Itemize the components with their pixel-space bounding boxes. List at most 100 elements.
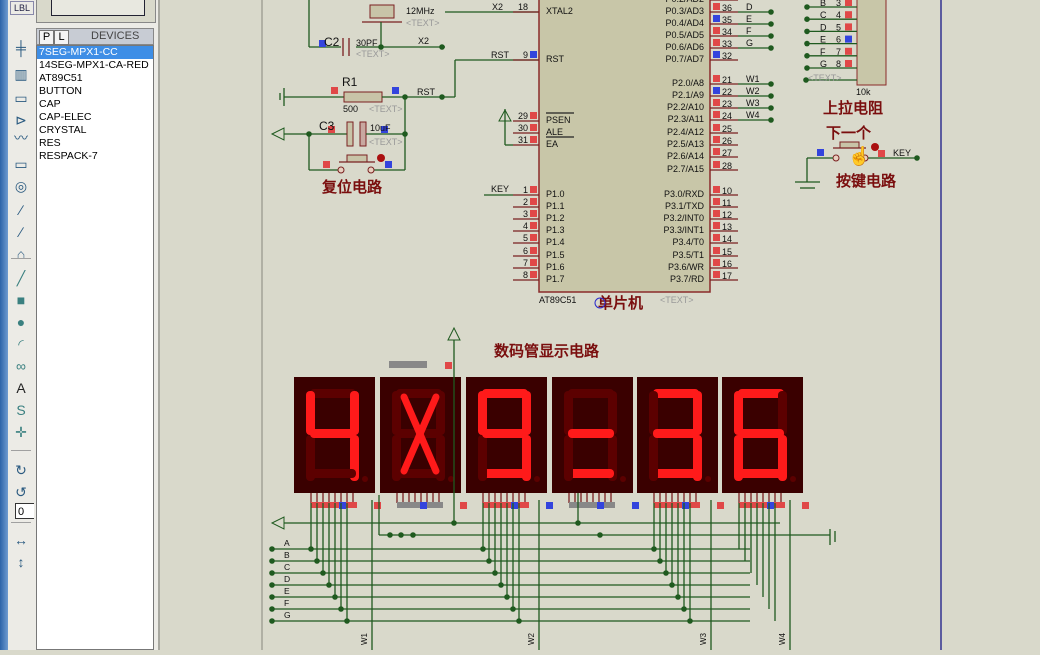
device-item[interactable]: CAP [39, 98, 61, 110]
pin-number: 14 [722, 234, 732, 244]
pin-marker [713, 27, 720, 34]
button-contact [367, 166, 375, 174]
pin-name: P2.3/A11 [668, 114, 704, 124]
bus-label: A [284, 538, 290, 548]
chip-text: <TEXT> [660, 295, 694, 305]
rst-net-label: RST [417, 87, 436, 97]
pin-number: 23 [722, 99, 732, 109]
key-hint: 下一个 [826, 124, 872, 142]
segment-e [649, 435, 658, 481]
device-item[interactable]: BUTTON [39, 85, 82, 97]
subcircuit-icon[interactable]: ▥ [14, 66, 28, 82]
segment-b [522, 391, 531, 435]
path-icon[interactable]: ∞ [16, 358, 26, 374]
pin-name: P3.1/TXD [665, 201, 705, 211]
virtual-instrument-icon[interactable]: ⌂ [16, 246, 26, 262]
overview-preview[interactable] [36, 0, 156, 23]
ground-terminal [270, 516, 285, 530]
net-label: F [746, 26, 752, 36]
device-item[interactable]: 7SEG-MPX1-CC [37, 46, 153, 59]
line-icon[interactable]: ╱ [16, 270, 26, 286]
pin-marker [530, 198, 537, 205]
respack-pin-num: 6 [836, 35, 841, 45]
junction-dot [269, 594, 275, 600]
junction-dot [804, 65, 810, 71]
respack-net: F [820, 47, 826, 57]
bus-icon[interactable]: ╪ [16, 40, 26, 56]
seven-segment-display [637, 377, 718, 493]
rotate-cw-icon[interactable]: ↻ [15, 462, 27, 478]
segment-d [736, 469, 784, 478]
pin-marker [845, 60, 852, 67]
pin-marker [713, 186, 720, 193]
pin-name: P3.0/RXD [664, 189, 705, 199]
pin-marker [420, 502, 427, 509]
pin-number: 13 [722, 222, 732, 232]
terminal-icon[interactable]: ▭ [14, 90, 28, 106]
device-item[interactable]: 14SEG-MPX1-CA-RED [39, 59, 149, 71]
display-pin-strip [483, 502, 529, 508]
pin-number: 5 [523, 233, 528, 243]
pin-name: P1.4 [546, 237, 565, 247]
segment-f [649, 391, 658, 435]
at89c51-chip [538, 0, 711, 293]
segment-f [564, 391, 573, 435]
symbol-icon[interactable]: S [16, 402, 26, 418]
r1-body [343, 91, 383, 103]
generator-icon[interactable]: ◎ [14, 178, 28, 194]
pin-marker [530, 51, 537, 58]
bus-label: B [284, 550, 290, 560]
device-pin-icon[interactable]: ⊳ [15, 112, 27, 128]
pin-name: XTAL2 [546, 6, 573, 16]
graph-icon[interactable]: 〰 [14, 130, 28, 146]
digit-select-label: W3 [699, 632, 708, 645]
pick-devices-button[interactable]: P [39, 30, 54, 45]
segment-a [738, 389, 784, 398]
r1-ref: R1 [342, 75, 358, 89]
pin-name: P0.2/AD2 [665, 0, 704, 4]
rotate-ccw-icon[interactable]: ↺ [15, 484, 27, 500]
voltage-probe-icon[interactable]: ∕ [19, 202, 23, 218]
junction-dot [768, 81, 774, 87]
junction-dot [398, 532, 404, 538]
pin-marker [717, 502, 724, 509]
library-manager-button[interactable]: L [54, 30, 69, 45]
junction-dot [320, 570, 326, 576]
mirror-x-icon[interactable]: ↔ [14, 532, 28, 548]
net-x2-label: X2 [418, 36, 429, 46]
seven-segment-display [552, 377, 633, 493]
respack-pin-num: 5 [836, 22, 841, 32]
pin-marker [845, 11, 852, 19]
device-item[interactable]: CAP-ELEC [39, 111, 92, 123]
junction-dot [269, 618, 275, 624]
junction-dot [651, 546, 657, 552]
decimal-point [362, 476, 368, 482]
text-icon[interactable]: A [16, 380, 26, 396]
box-icon[interactable]: ■ [16, 292, 26, 308]
label-mode-button[interactable]: LBL [10, 1, 34, 15]
pin-number: 10 [722, 186, 732, 196]
junction-dot [269, 558, 275, 564]
tape-icon[interactable]: ▭ [14, 156, 28, 172]
pin-number: 30 [518, 123, 528, 133]
junction-dot [308, 546, 314, 552]
pin-name: P1.3 [546, 225, 565, 235]
junction-dot [768, 105, 774, 111]
current-probe-icon[interactable]: ∕ [19, 224, 23, 240]
device-item[interactable]: AT89C51 [39, 72, 83, 84]
pin-marker [530, 124, 537, 131]
device-item[interactable]: CRYSTAL [39, 124, 87, 136]
window-edge [0, 0, 8, 650]
marker-icon[interactable]: ✛ [15, 424, 27, 440]
device-item[interactable]: RES [39, 137, 61, 149]
r1-value: 500 [343, 104, 358, 114]
pin-name: ALE [546, 127, 563, 137]
pin-name: P2.7/A15 [667, 164, 704, 174]
circle-icon[interactable]: ● [16, 314, 26, 330]
device-item[interactable]: RESPACK-7 [39, 150, 98, 162]
mirror-y-icon[interactable]: ↕ [17, 554, 25, 570]
arc-icon[interactable]: ◜ [18, 336, 24, 352]
